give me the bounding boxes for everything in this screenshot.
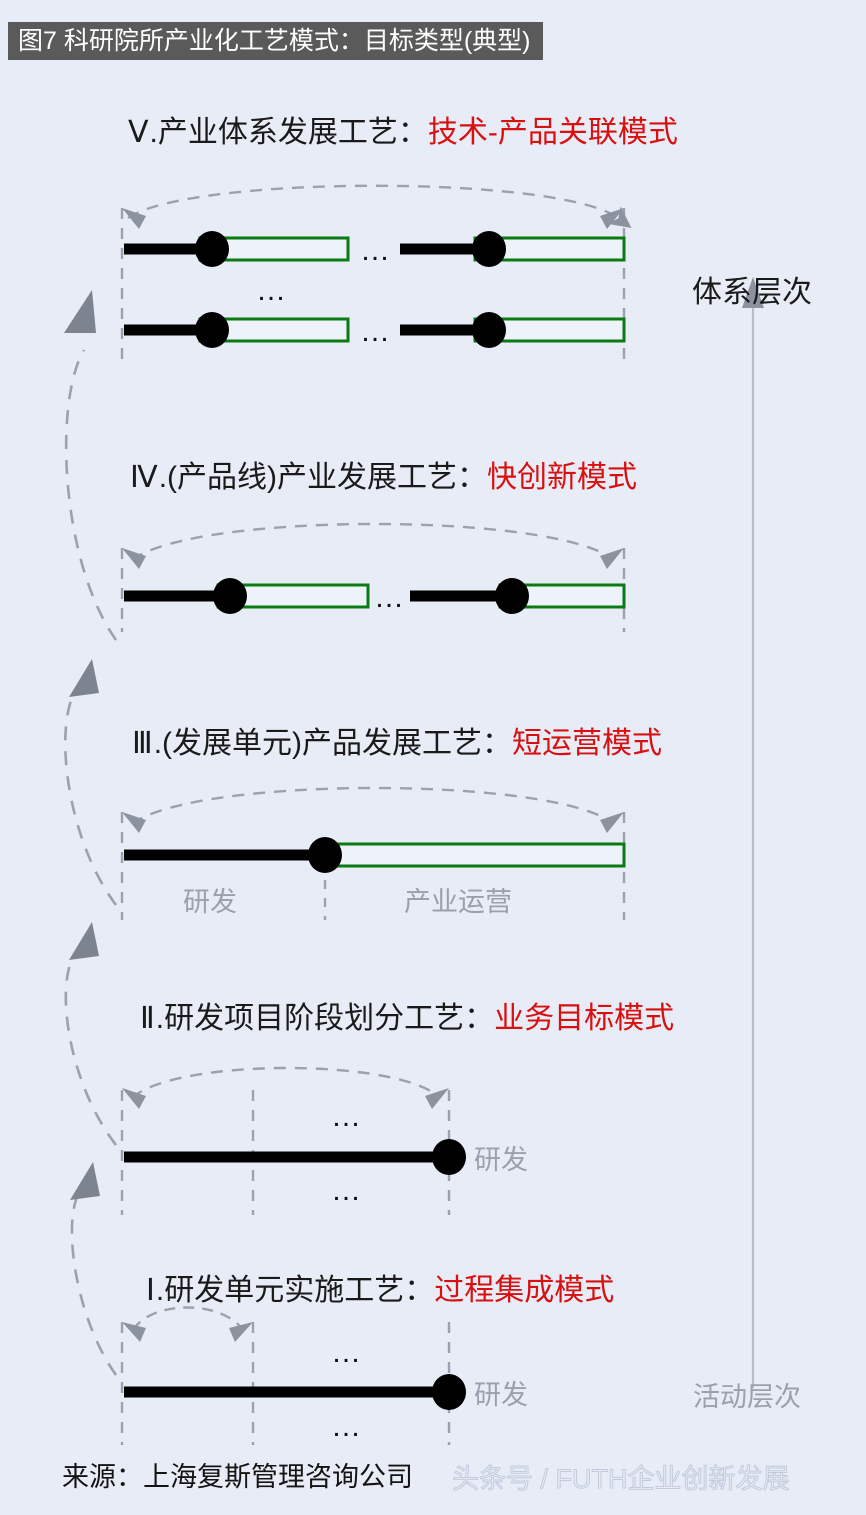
level-2-graphics (120, 1066, 466, 1215)
level-4-roman: Ⅳ (130, 461, 159, 494)
level-4-title: (产品线)产业发展工艺： (167, 461, 488, 494)
level-5-mode: 技术-产品关联模式 (427, 116, 678, 149)
level-1-below-ellipsis: … (331, 1410, 364, 1443)
watermark: 头条号 / FUTH企业创新发展 (452, 1464, 790, 1495)
level-1-mode: 过程集成模式 (434, 1274, 615, 1307)
level-5-rows-ellipsis: … (256, 274, 289, 307)
level-2-heading: Ⅱ.研发项目阶段划分工艺：业务目标模式 (140, 993, 674, 1037)
level-5-title: 产业体系发展工艺： (157, 116, 428, 149)
level-5-heading: Ⅴ.产业体系发展工艺：技术-产品关联模式 (128, 107, 678, 151)
level-3-heading: Ⅲ.(发展单元)产品发展工艺：短运营模式 (132, 718, 662, 762)
level-4-gap-ellipsis: … (374, 581, 407, 614)
level-1-dot: . (155, 1274, 165, 1307)
level-2-end-label: 研发 (474, 1145, 528, 1175)
level-2-dot: . (155, 1002, 165, 1035)
level-4-dot: . (158, 461, 168, 494)
level-3-phase-label-rd: 研发 (183, 887, 237, 917)
level-4-heading: Ⅳ.(产品线)产业发展工艺：快创新模式 (130, 452, 637, 496)
axis-bottom-label: 活动层次 (693, 1382, 801, 1412)
level-1-end-label: 研发 (474, 1380, 528, 1410)
level-1-roman: Ⅰ (146, 1274, 156, 1307)
level-3-dot: . (153, 727, 163, 760)
level-2-mode: 业务目标模式 (494, 1002, 675, 1035)
level-1-graphics (120, 1306, 466, 1445)
left-cascade-arrows (64, 290, 118, 1376)
level-3-graphics (120, 786, 626, 920)
level-4-mode: 快创新模式 (487, 461, 638, 494)
level-2-above-ellipsis: … (331, 1100, 364, 1133)
level-5-graphics (120, 184, 632, 365)
level-3-roman: Ⅲ (132, 727, 154, 760)
figure-title-banner: 图7 科研院所产业化工艺模式：目标类型(典型) (8, 22, 543, 60)
level-5-row2-gap-ellipsis: … (360, 315, 393, 348)
source-credit: 来源：上海复斯管理咨询公司 (62, 1462, 413, 1492)
level-3-title: (发展单元)产品发展工艺： (162, 727, 513, 760)
level-2-roman: Ⅱ (140, 1002, 156, 1035)
level-axis (742, 277, 764, 1388)
level-1-heading: Ⅰ.研发单元实施工艺：过程集成模式 (146, 1265, 614, 1309)
level-3-phase-label-operation: 产业运营 (404, 887, 512, 917)
level-5-row1-gap-ellipsis: … (360, 234, 393, 267)
level-1-title: 研发单元实施工艺： (164, 1274, 435, 1307)
level-3-mode: 短运营模式 (512, 727, 663, 760)
axis-top-label: 体系层次 (692, 276, 812, 309)
level-4-graphics (120, 522, 626, 632)
level-1-above-ellipsis: … (331, 1336, 364, 1369)
level-2-below-ellipsis: … (331, 1174, 364, 1207)
level-5-roman: Ⅴ (128, 116, 150, 149)
level-2-title: 研发项目阶段划分工艺： (164, 1002, 495, 1035)
level-5-dot: . (149, 116, 158, 149)
